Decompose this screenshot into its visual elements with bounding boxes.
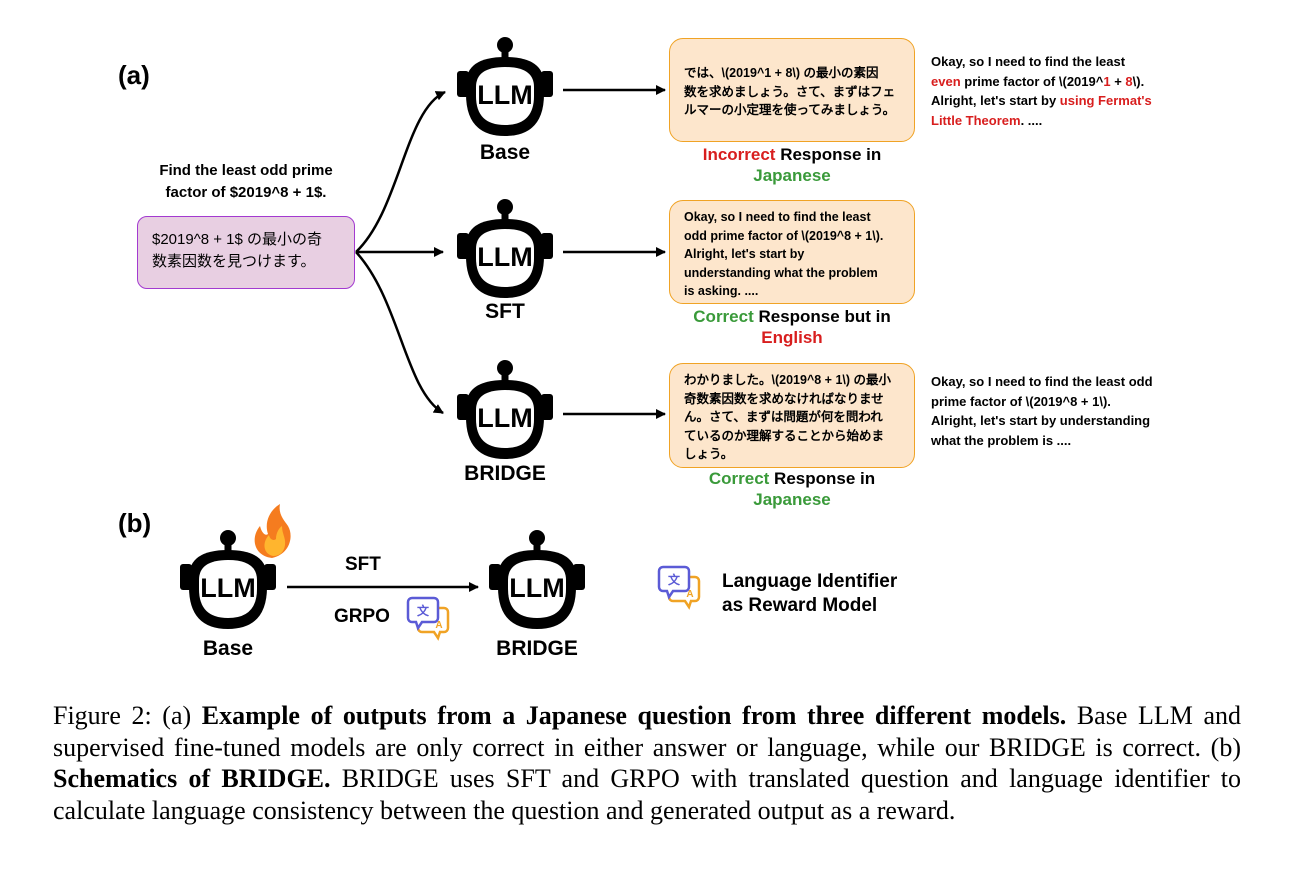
verdict-base: Incorrect Response in Japanese — [660, 144, 924, 186]
response-line: understanding what the problem — [684, 265, 878, 280]
legend-line: as Reward Model — [722, 595, 878, 616]
translation-segment: Alright, let's start by — [931, 93, 1060, 108]
verdict-base-language: Japanese — [753, 166, 831, 185]
translate-glyph-a: A — [435, 620, 442, 631]
translation-highlight: using Fermat's — [1059, 93, 1152, 108]
translation-segment: prime factor of \(2019^ — [960, 73, 1104, 89]
model-name-sft: SFT — [485, 300, 525, 323]
verdict-sft-text: Response but in — [753, 307, 891, 326]
translate-icon: 文 A — [406, 596, 450, 641]
robot-icon-b-base: LLM — [180, 530, 276, 629]
translation-highlight: even — [931, 73, 961, 89]
caption-prefix: Figure 2: (a) — [53, 701, 202, 730]
legend-glyph-a: A — [686, 589, 693, 600]
translation-highlight: Little Theorem — [931, 112, 1021, 128]
response-line: しょう。 — [684, 447, 734, 461]
robot-label-base: LLM — [477, 80, 532, 110]
caption-text-a: Base LLM and supervised fine-tuned model… — [53, 701, 1241, 762]
arrow-label-grpo: GRPO — [334, 606, 390, 627]
legend-line: Language Identifier — [722, 571, 898, 592]
response-box-base: では、\(2019^1 + 8\) の最小の素因 数を求めましょう。さて、まずは… — [669, 38, 915, 142]
response-line: odd prime factor of \(2019^8 + 1\). — [684, 228, 884, 243]
response-line: 奇数素因数を求めなければなりませ — [684, 391, 884, 406]
arrow-to-bridge — [355, 251, 444, 415]
question-english-line: Find the least odd prime — [159, 162, 333, 179]
caption-bold-a: Example of outputs from a Japanese quest… — [201, 701, 1067, 730]
panel-b-to-model: BRIDGE — [496, 637, 578, 660]
response-line: is asking. .... — [684, 284, 759, 298]
robot-label-sft: LLM — [477, 242, 532, 272]
response-box-bridge: わかりました。\(2019^8 + 1\) の最小 奇数素因数を求めなければなり… — [669, 363, 915, 468]
response-line: ん。さて、まずは問題が何を問われ — [684, 410, 883, 424]
figure-caption: Figure 2: (a) Example of outputs from a … — [53, 700, 1241, 826]
panel-b-from-model: Base — [202, 637, 254, 660]
translation-bridge: Okay, so I need to find the least odd pr… — [931, 372, 1191, 450]
translation-line: prime factor of \(2019^8 + 1\). — [931, 393, 1111, 409]
response-line: 数を求めましょう。さて、まずはフェ — [684, 84, 896, 99]
response-line: ているのか理解することから始めま — [684, 428, 885, 443]
legend-language-identifier: Language Identifier as Reward Model — [722, 570, 897, 618]
robot-icon-b-bridge: LLM — [489, 530, 585, 629]
translation-line: Okay, so I need to find the least odd — [931, 374, 1153, 389]
legend-glyph-kanji: 文 — [668, 572, 681, 587]
verdict-bridge-text: Response in — [769, 469, 876, 488]
question-english-line: factor of $2019^8 + 1$. — [165, 184, 327, 201]
response-box-sft: Okay, so I need to find the least odd pr… — [669, 200, 915, 304]
verdict-bridge-language: Japanese — [753, 490, 831, 509]
panel-b-label: (b) — [118, 508, 152, 538]
model-name-bridge: BRIDGE — [464, 462, 546, 485]
question-english: Find the least odd prime factor of $2019… — [128, 160, 364, 204]
translation-line: Alright, let's start by understanding — [931, 413, 1151, 428]
verdict-sft: Correct Response but in English — [660, 306, 924, 348]
translation-highlight: 8 — [1125, 73, 1133, 89]
translation-line: what the problem is .... — [931, 432, 1072, 448]
robot-icon-base: LLM — [457, 37, 553, 136]
translation-segment: \). — [1132, 73, 1145, 89]
caption-text-b: BRIDGE uses SFT and GRPO with translated… — [53, 764, 1242, 825]
question-japanese-line: $2019^8 + 1$ の最小の奇 — [152, 231, 323, 248]
translation-highlight: 1 — [1103, 73, 1111, 89]
verdict-sft-status: Correct — [693, 307, 754, 326]
verdict-bridge-status: Correct — [708, 469, 770, 488]
response-line: Okay, so I need to find the least — [684, 210, 871, 224]
verdict-bridge: Correct Response in Japanese — [660, 468, 924, 510]
response-line: ルマーの小定理を使ってみましょう。 — [684, 103, 896, 117]
response-line: わかりました。\(2019^8 + 1\) の最小 — [684, 373, 892, 387]
robot-icon-bridge: LLM — [457, 360, 553, 459]
arrow-label-sft: SFT — [345, 554, 381, 575]
response-line: では、\(2019^1 + 8\) の最小の素因 — [684, 66, 879, 80]
fire-icon — [254, 504, 291, 558]
question-japanese-line: 数素因数を見つけます。 — [152, 253, 316, 270]
translate-glyph-kanji: 文 — [417, 603, 430, 618]
translation-base: Okay, so I need to find the least even p… — [931, 52, 1191, 130]
robot-label-b-bridge: LLM — [509, 573, 564, 603]
translation-line: even prime factor of \(2019^1 + 8\). — [931, 72, 1191, 92]
verdict-base-status: Incorrect — [702, 145, 776, 164]
caption-bold-b: Schematics of BRIDGE. — [53, 764, 331, 793]
robot-icon-sft: LLM — [457, 199, 553, 298]
arrow-to-base — [355, 90, 446, 253]
verdict-sft-language: English — [761, 328, 823, 347]
robot-label-b-base: LLM — [200, 573, 255, 603]
model-name-base: Base — [479, 141, 531, 164]
response-line: Alright, let's start by — [684, 247, 805, 261]
panel-a-label: (a) — [118, 60, 150, 90]
translation-segment: . .... — [1020, 112, 1043, 128]
robot-label-bridge: LLM — [477, 403, 532, 433]
translation-segment: + — [1110, 73, 1126, 89]
translate-icon-legend: 文 A — [657, 565, 701, 610]
translation-line: Alright, let's start by using Fermat's — [931, 91, 1191, 111]
question-japanese-box: $2019^8 + 1$ の最小の奇 数素因数を見つけます。 — [137, 216, 355, 289]
translation-line: Little Theorem. .... — [931, 111, 1191, 131]
translation-line: Okay, so I need to find the least — [931, 54, 1126, 69]
verdict-base-text: Response in — [775, 145, 882, 164]
